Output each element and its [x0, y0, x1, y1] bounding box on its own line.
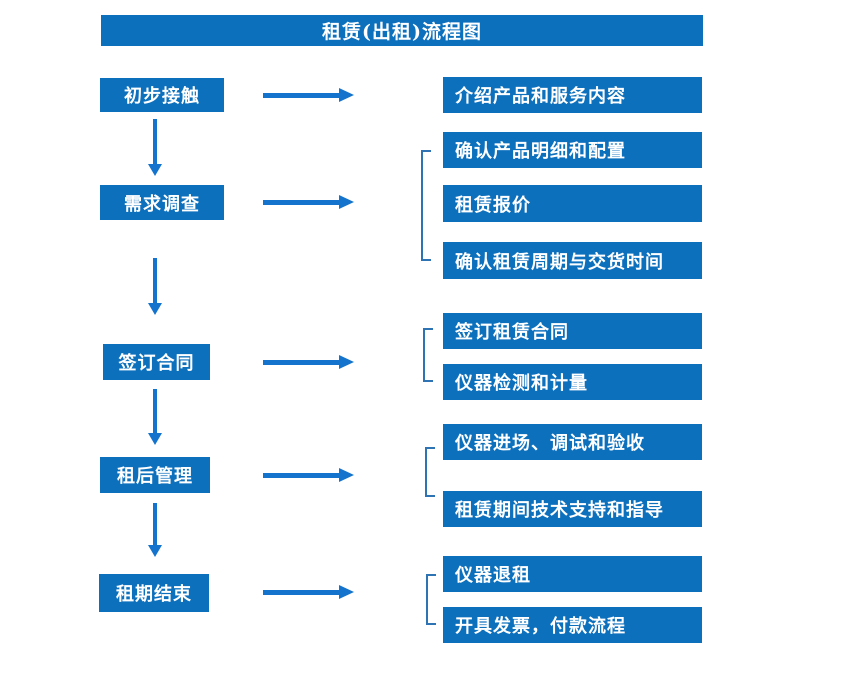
- bracket-connector: [423, 328, 433, 382]
- arrow-down-icon: [148, 258, 162, 315]
- bracket-connector: [425, 447, 435, 497]
- arrow-right-icon: [263, 195, 354, 209]
- arrow-head: [148, 164, 162, 176]
- detail-box-confirm-product-config: 确认产品明细和配置: [443, 132, 702, 168]
- arrow-head: [339, 468, 354, 482]
- arrow-head: [339, 585, 354, 599]
- arrow-shaft: [263, 590, 340, 595]
- arrow-head: [339, 195, 354, 209]
- stage-box-rental-end: 租期结束: [99, 574, 209, 612]
- arrow-shaft: [263, 200, 340, 205]
- detail-box-instrument-testing: 仪器检测和计量: [443, 364, 702, 400]
- arrow-head: [148, 303, 162, 315]
- arrow-shaft: [153, 389, 157, 433]
- bracket-connector: [421, 150, 431, 261]
- arrow-head: [148, 433, 162, 445]
- arrow-down-icon: [148, 389, 162, 445]
- detail-box-sign-rental-contract: 签订租赁合同: [443, 313, 702, 349]
- arrow-head: [148, 545, 162, 557]
- arrow-right-icon: [263, 355, 354, 369]
- detail-box-invoice-payment: 开具发票，付款流程: [443, 607, 702, 643]
- stage-box-sign-contract: 签订合同: [103, 344, 210, 380]
- arrow-shaft: [153, 119, 157, 164]
- stage-box-initial-contact: 初步接触: [100, 78, 224, 112]
- detail-box-instrument-setup-acceptance: 仪器进场、调试和验收: [443, 424, 702, 460]
- arrow-head: [339, 355, 354, 369]
- arrow-down-icon: [148, 503, 162, 557]
- arrow-shaft: [263, 473, 340, 478]
- page-title: 租赁(出租)流程图: [101, 15, 703, 46]
- detail-box-confirm-period-delivery: 确认租赁周期与交货时间: [443, 242, 702, 279]
- arrow-right-icon: [263, 88, 354, 102]
- stage-box-demand-survey: 需求调查: [100, 185, 224, 220]
- arrow-down-icon: [148, 119, 162, 176]
- stage-box-post-rental-management: 租后管理: [100, 457, 210, 493]
- detail-box-rental-quote: 租赁报价: [443, 185, 702, 222]
- arrow-head: [339, 88, 354, 102]
- detail-box-technical-support: 租赁期间技术支持和指导: [443, 491, 702, 527]
- arrow-shaft: [263, 360, 340, 365]
- detail-box-instrument-return: 仪器退租: [443, 556, 702, 592]
- arrow-right-icon: [263, 468, 354, 482]
- detail-box-introduce-products: 介绍产品和服务内容: [443, 77, 702, 113]
- arrow-shaft: [263, 93, 340, 98]
- arrow-right-icon: [263, 585, 354, 599]
- arrow-shaft: [153, 258, 157, 303]
- bracket-connector: [426, 574, 436, 625]
- arrow-shaft: [153, 503, 157, 545]
